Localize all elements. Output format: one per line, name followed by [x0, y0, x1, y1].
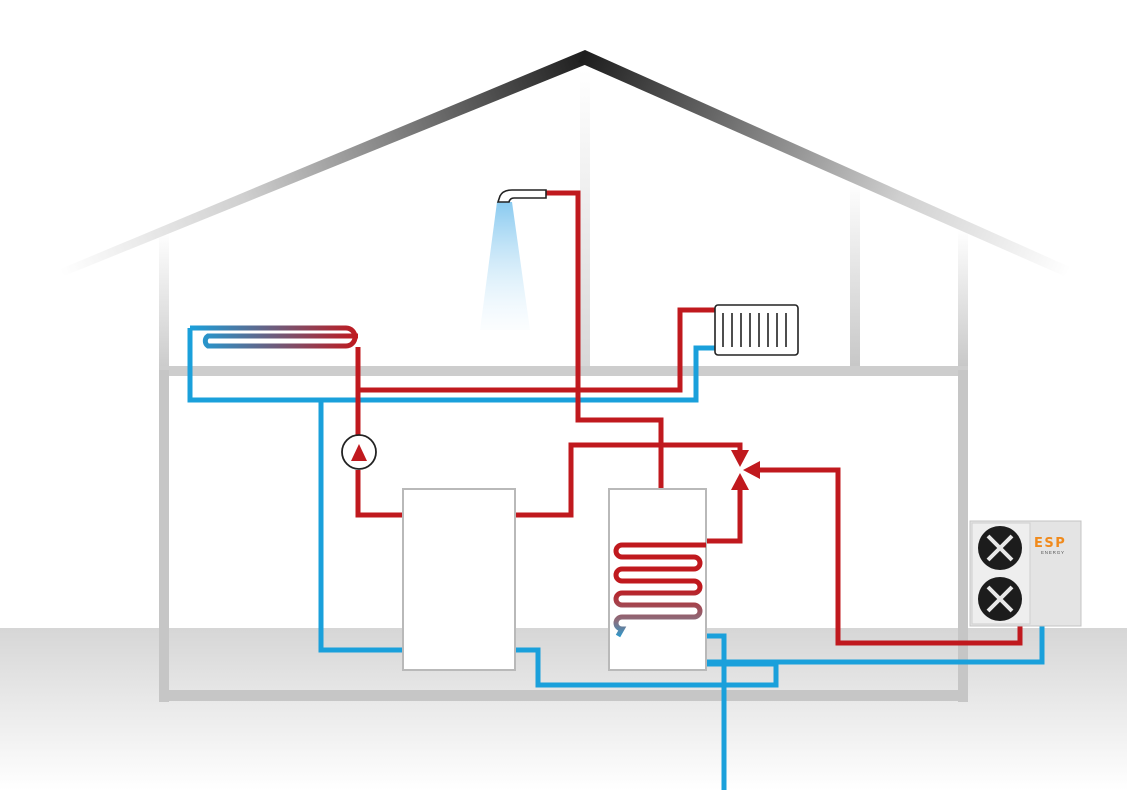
cylinder-to-valve-pipe — [706, 490, 743, 544]
cylinder-heat-exchanger-coil — [613, 542, 703, 638]
shower-head-icon — [496, 189, 547, 203]
ground — [0, 628, 1127, 790]
brand-logo-subtext: ENERGY — [1041, 550, 1065, 555]
heat-pump-outdoor-unit: ESP ENERGY — [969, 520, 1082, 627]
fan-icon — [978, 577, 1022, 621]
house-outline — [58, 50, 1072, 702]
buffer-flow-pipe — [515, 442, 743, 518]
heat-pump-flow-pipe — [760, 467, 1023, 646]
fan-icon — [978, 526, 1022, 570]
buffer-return-pipe — [318, 400, 403, 653]
heat-pump-return-pipe — [706, 626, 1045, 665]
hot-water-pipes — [355, 190, 1023, 646]
circulation-pump-icon — [341, 434, 377, 470]
shower-supply-pipe — [546, 190, 664, 545]
underfloor-return-pipe — [187, 328, 715, 403]
three-way-valve-icon — [731, 450, 760, 490]
underfloor-heating-coil — [190, 325, 358, 349]
shower-spray — [480, 202, 530, 330]
radiator-flow-pipe — [358, 307, 715, 393]
pump-to-buffer-pipe — [355, 470, 403, 518]
brand-logo: ESP — [1034, 536, 1066, 551]
radiator-icon — [714, 304, 799, 356]
buffer-tank — [402, 488, 516, 671]
